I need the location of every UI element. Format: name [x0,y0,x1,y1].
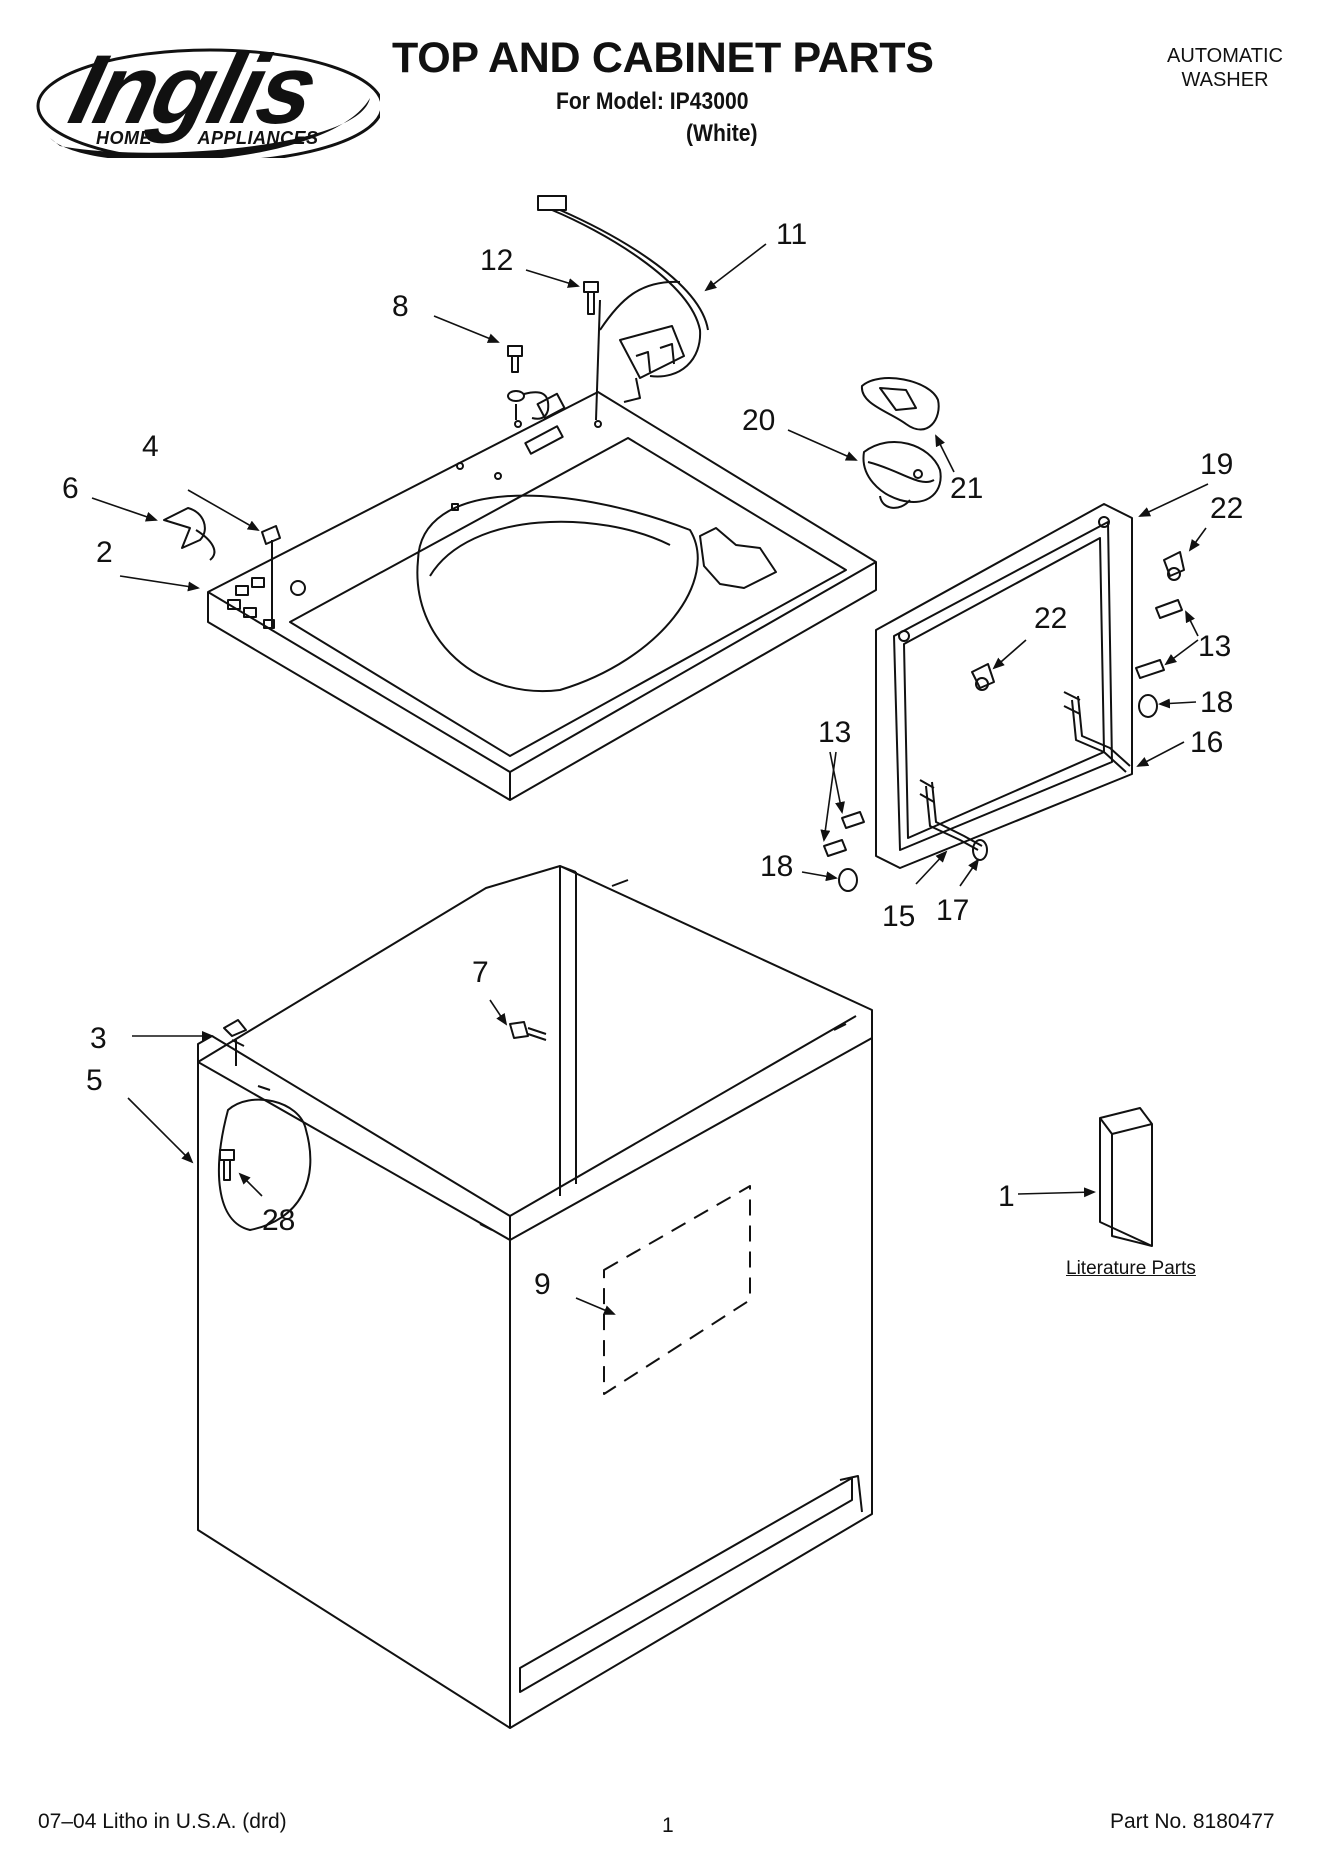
callout-20: 20 [742,404,775,437]
callout-labels: 1 2 3 4 5 6 7 8 9 11 12 13 13 15 16 17 1… [62,218,1243,1301]
callout-19: 19 [1200,448,1233,481]
inglis-logo: Inglis HOME APPLIANCES [30,28,380,158]
callout-6: 6 [62,472,79,505]
lid-nuts-18 [838,694,1158,892]
callout-13-left: 13 [818,716,851,749]
appliance-line-2: WASHER [1181,69,1269,91]
screw-8-part [507,345,550,420]
logo-tagline-right: APPLIANCES [197,128,319,148]
callout-11: 11 [776,218,807,251]
logo-tagline: HOME APPLIANCES [96,128,319,149]
logo-tagline-left: HOME [96,128,152,148]
page-number: 1 [662,1814,674,1837]
footer-part-number: Part No. 8180477 [1110,1810,1275,1833]
callout-13-right: 13 [1198,630,1231,663]
callout-7: 7 [472,956,489,989]
callout-18-right: 18 [1200,686,1233,719]
washer-top-panel [207,391,877,801]
callout-9: 9 [534,1268,551,1301]
screw-7-part [509,1021,547,1041]
callout-12: 12 [480,244,513,277]
washer-lid [875,503,1133,869]
screw-12-part [583,281,599,315]
callout-2: 2 [96,536,113,569]
leader-arrows [91,243,1209,1315]
lid-switch-harness [537,195,709,421]
page-title: TOP AND CABINET PARTS [392,34,934,82]
callout-1: 1 [998,1180,1015,1213]
callout-18-left: 18 [760,850,793,883]
color-line: (White) [686,120,758,147]
model-line: For Model: IP43000 [556,88,749,115]
callout-22-right: 22 [1210,492,1243,525]
callout-5: 5 [86,1064,103,1097]
lid-screws-13 [823,599,1183,857]
lid-hinges [919,691,1131,861]
callout-15: 15 [882,900,915,933]
footer-litho: 07–04 Litho in U.S.A. (drd) [38,1810,287,1833]
appliance-line-1: AUTOMATIC [1167,45,1283,67]
clip-4-part [261,525,281,628]
callout-4: 4 [142,430,159,463]
dispenser-parts [860,377,942,509]
appliance-type: AUTOMATIC WASHER [1160,44,1290,92]
callout-17: 17 [936,894,969,927]
washer-cabinet [197,865,873,1729]
lid-bumper-parts [971,551,1185,691]
callout-21: 21 [950,472,983,505]
literature-parts-label: Literature Parts [1066,1258,1196,1279]
clip-3-part [223,1019,247,1066]
callout-22-left: 22 [1034,602,1067,635]
callout-3: 3 [90,1022,107,1055]
clip-6-part [163,507,216,561]
screw-28-part [219,1149,235,1181]
callout-28: 28 [262,1204,295,1237]
callout-8: 8 [392,290,409,323]
literature-book [1099,1107,1153,1247]
logo-swoosh-icon [36,48,380,158]
callout-16: 16 [1190,726,1223,759]
